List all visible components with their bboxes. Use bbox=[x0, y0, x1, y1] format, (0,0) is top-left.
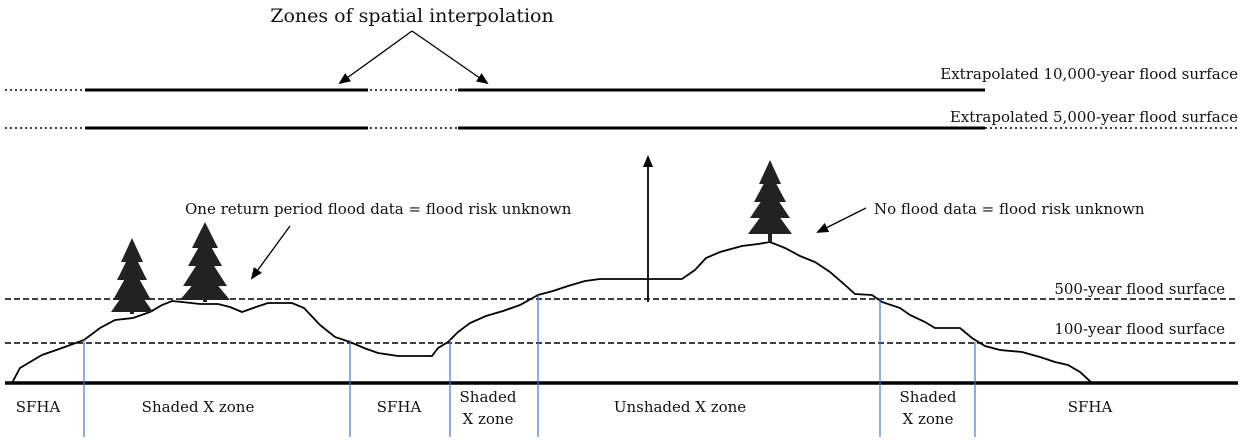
zone-label-sfha: SFHA bbox=[377, 398, 422, 416]
zone-label-shaded-x-line1: Shaded bbox=[900, 388, 957, 406]
zone-label-shaded-x: Shaded X zone bbox=[142, 398, 255, 416]
label-extrapolated-5000: Extrapolated 5,000-year flood surface bbox=[950, 108, 1238, 126]
label-100-year: 100-year flood surface bbox=[1054, 320, 1225, 338]
zone-dividers bbox=[83, 295, 976, 437]
zone-label-unshaded-x: Unshaded X zone bbox=[614, 398, 746, 416]
zone-label-shaded-x-line2: X zone bbox=[903, 410, 954, 428]
annotation-arrow-one-return bbox=[250, 225, 291, 280]
zone-label-sfha: SFHA bbox=[16, 398, 61, 416]
zone-label-sfha: SFHA bbox=[1068, 398, 1113, 416]
zone-label-shaded-x-line2: X zone bbox=[463, 410, 514, 428]
tree-icon bbox=[111, 238, 153, 314]
title-arrow-left bbox=[338, 30, 413, 85]
annotation-arrow-no-data bbox=[816, 207, 867, 233]
annotation-one-return-period: One return period flood data = flood ris… bbox=[185, 200, 572, 218]
label-extrapolated-10000: Extrapolated 10,000-year flood surface bbox=[940, 65, 1238, 83]
tree-icon bbox=[180, 222, 230, 302]
diagram-title: Zones of spatial interpolation bbox=[270, 5, 554, 27]
tree-icon bbox=[748, 160, 792, 242]
zone-label-shaded-x-line1: Shaded bbox=[460, 388, 517, 406]
terrain-profile bbox=[11, 241, 1093, 384]
title-arrow-right bbox=[411, 30, 489, 85]
label-500-year: 500-year flood surface bbox=[1054, 280, 1225, 298]
annotation-no-flood-data: No flood data = flood risk unknown bbox=[874, 200, 1145, 218]
